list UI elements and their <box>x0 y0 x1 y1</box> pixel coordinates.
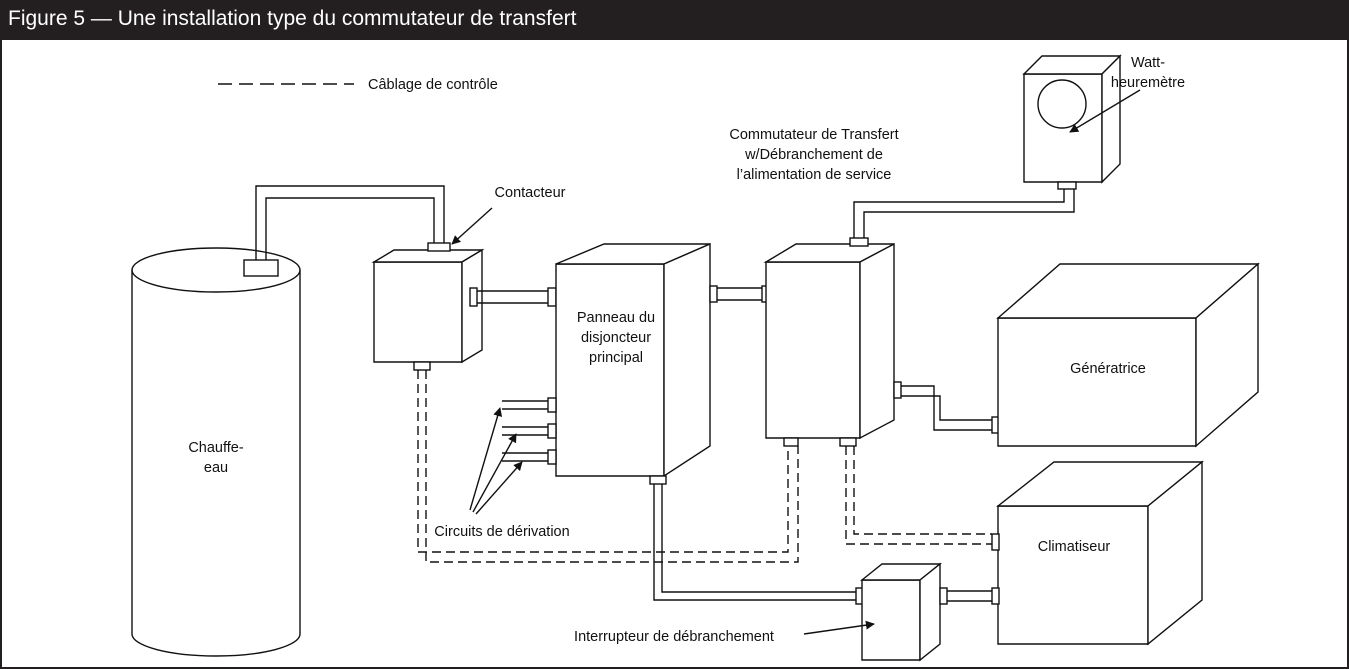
heater-contactor-conduit <box>255 185 445 260</box>
generator-box <box>996 262 1260 448</box>
disconnect-switch-box <box>860 562 948 662</box>
generator-label: Génératrice <box>1070 361 1146 377</box>
control-wiring <box>417 370 992 563</box>
watt-hour-meter <box>1022 54 1122 190</box>
transfer-switch-label-line2: w/Débranchement de <box>744 147 883 163</box>
transfer-switch-label-line1: Commutateur de Transfert <box>729 127 898 143</box>
callout-arrows <box>451 89 1141 635</box>
meter-label-line1: Watt- <box>1131 55 1165 71</box>
figure-title: Figure 5 — Une installation type du comm… <box>8 7 577 30</box>
disconnect-ac-conduit <box>947 590 992 602</box>
main-breaker-panel <box>547 242 718 485</box>
switch-generator-conduit <box>901 385 1000 434</box>
legend-label: Câblage de contrôle <box>368 77 498 93</box>
branch-circuit-wires <box>502 400 548 462</box>
branch-circuits-label: Circuits de dérivation <box>434 524 569 540</box>
panel-switch-conduit <box>717 285 771 303</box>
panel-disconnect-conduit <box>653 484 865 605</box>
water-heater <box>131 247 301 657</box>
transfer-switch <box>763 237 902 447</box>
contactor-panel-conduit <box>477 287 557 307</box>
contactor-box <box>371 242 485 371</box>
water-heater-label-line1: Chauffe- <box>188 440 244 456</box>
main-panel-label-line1: Panneau du <box>577 310 655 326</box>
air-conditioner-box <box>991 460 1204 646</box>
figure-title-bar: Figure 5 — Une installation type du comm… <box>0 0 1349 40</box>
switch-meter-conduit <box>853 186 1075 238</box>
meter-label-line2: heuremètre <box>1111 75 1185 91</box>
water-heater-label-line2: eau <box>204 460 228 476</box>
main-panel-label-line2: disjoncteur <box>581 330 651 346</box>
disconnect-switch-label: Interrupteur de débranchement <box>574 629 774 645</box>
contactor-label: Contacteur <box>495 185 566 201</box>
main-panel-label-line3: principal <box>589 350 643 366</box>
air-conditioner-label: Climatiseur <box>1038 539 1111 555</box>
transfer-switch-label-line3: l’alimentation de service <box>737 167 892 183</box>
